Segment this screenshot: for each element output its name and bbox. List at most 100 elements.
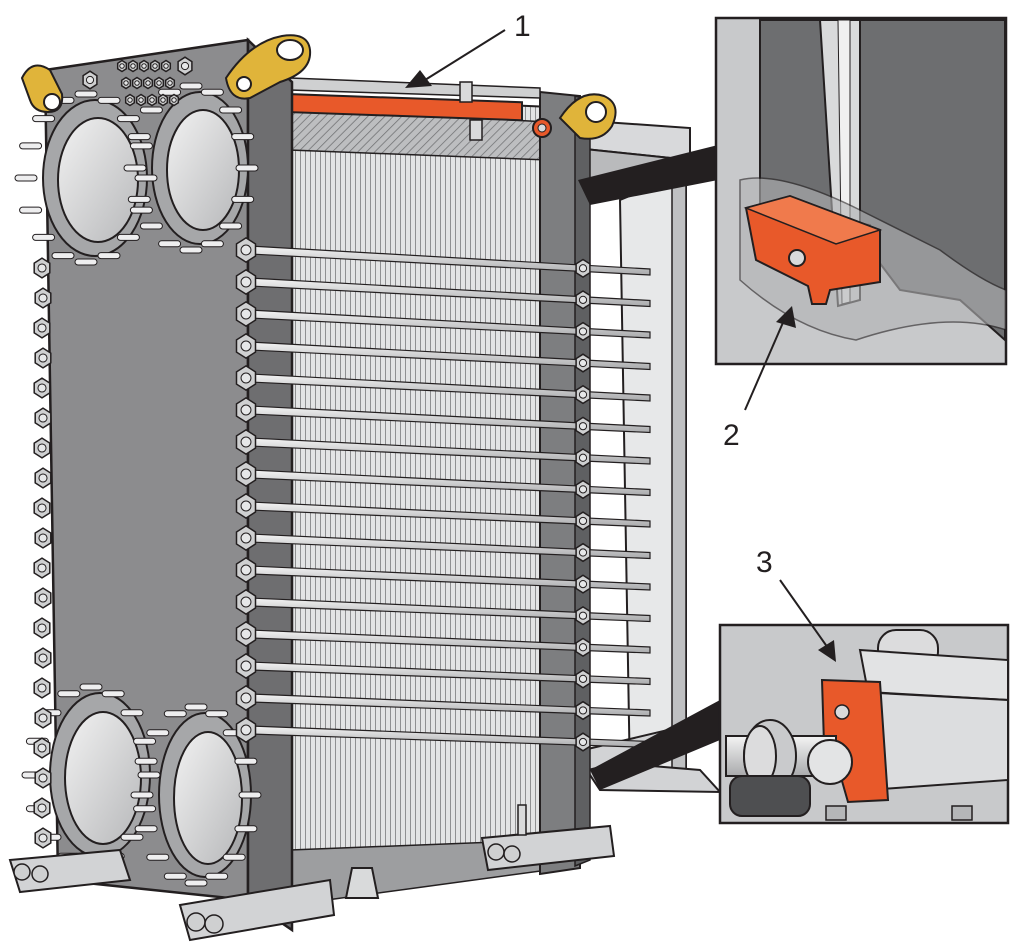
port-stud bbox=[134, 757, 158, 765]
inset-top-pointer bbox=[578, 145, 718, 205]
port-stud bbox=[116, 115, 140, 123]
edge-nut bbox=[34, 347, 52, 369]
support-foot-center bbox=[178, 878, 336, 942]
callout-leader-3 bbox=[779, 579, 836, 662]
support-foot-left bbox=[8, 848, 132, 894]
callout-1: 1 bbox=[514, 10, 531, 43]
edge-nut bbox=[34, 467, 52, 489]
callout-leader-1 bbox=[405, 29, 506, 88]
tightening-bolt bbox=[235, 237, 651, 278]
edge-nut bbox=[33, 377, 51, 399]
cluster-bolt bbox=[138, 59, 150, 73]
edge-nut bbox=[34, 287, 52, 309]
port-stud bbox=[32, 115, 56, 123]
port-top-right bbox=[151, 91, 249, 245]
edge-nut bbox=[34, 767, 52, 789]
edge-nut bbox=[34, 587, 52, 609]
port-stud bbox=[163, 710, 187, 718]
port-stud bbox=[127, 195, 151, 203]
port-bottom-right bbox=[158, 712, 252, 878]
edge-nut bbox=[33, 317, 51, 339]
edge-nut bbox=[34, 707, 52, 729]
cluster-bolt bbox=[116, 59, 128, 73]
port-stud bbox=[134, 825, 158, 833]
port-stud bbox=[158, 88, 182, 96]
port-stud bbox=[139, 222, 163, 230]
port-stud bbox=[184, 879, 208, 887]
port-stud bbox=[219, 222, 243, 230]
port-stud bbox=[158, 240, 182, 248]
tightening-bolt bbox=[235, 525, 651, 563]
port-stud bbox=[205, 710, 229, 718]
port-stud bbox=[134, 174, 158, 182]
port-stud bbox=[97, 96, 121, 104]
edge-nut bbox=[33, 737, 51, 759]
tightening-bolt bbox=[235, 653, 651, 689]
port-stud bbox=[14, 174, 38, 182]
callout-leader-2 bbox=[744, 306, 796, 411]
tightening-bolt bbox=[235, 589, 651, 626]
lifting-eye-left bbox=[20, 64, 64, 114]
tightening-bolt bbox=[235, 397, 651, 436]
detail-inset-bottom bbox=[590, 623, 1010, 825]
port-stud bbox=[101, 690, 125, 698]
port-stud bbox=[74, 258, 98, 266]
callout-3: 3 bbox=[756, 546, 773, 579]
port-stud bbox=[163, 872, 187, 880]
port-stud bbox=[200, 88, 224, 96]
port-stud bbox=[205, 872, 229, 880]
cluster-bolt bbox=[120, 76, 132, 90]
edge-nut bbox=[34, 827, 52, 849]
tightening-bolt bbox=[235, 557, 651, 594]
edge-nut bbox=[33, 677, 51, 699]
port-stud bbox=[19, 142, 43, 150]
top-bolt-cluster bbox=[82, 56, 193, 107]
tightening-bolt bbox=[235, 365, 651, 405]
cluster-bolt bbox=[127, 59, 139, 73]
cluster-bolt bbox=[160, 59, 172, 73]
port-stud bbox=[200, 240, 224, 248]
edge-nut bbox=[34, 527, 52, 549]
port-stud bbox=[184, 703, 208, 711]
cluster-bolt bbox=[135, 93, 147, 107]
port-stud bbox=[97, 252, 121, 260]
plate-pack bbox=[289, 94, 576, 907]
port-stud bbox=[129, 142, 153, 150]
port-stud bbox=[120, 833, 144, 841]
edge-nut bbox=[34, 407, 52, 429]
cluster-bolt bbox=[82, 70, 98, 90]
lifting-eye-right bbox=[558, 93, 617, 140]
port-stud bbox=[116, 233, 140, 241]
cluster-bolt bbox=[146, 93, 158, 107]
cluster-bolt bbox=[142, 76, 154, 90]
support-foot-right bbox=[480, 804, 616, 872]
port-stud bbox=[179, 82, 203, 90]
port-stud bbox=[130, 791, 154, 799]
port-stud bbox=[231, 195, 255, 203]
port-stud bbox=[74, 90, 98, 98]
port-stud bbox=[234, 757, 258, 765]
edge-nut bbox=[33, 257, 51, 279]
port-stud bbox=[137, 771, 161, 779]
tightening-bolt bbox=[235, 333, 651, 373]
edge-nut bbox=[33, 617, 51, 639]
callout-2: 2 bbox=[723, 419, 740, 452]
tightening-bolts bbox=[235, 237, 651, 752]
drain-foot bbox=[344, 867, 380, 899]
port-stud bbox=[51, 252, 75, 260]
edge-nut bbox=[33, 797, 51, 819]
cluster-bolt bbox=[164, 76, 176, 90]
port-stud bbox=[120, 709, 144, 717]
port-stud bbox=[129, 206, 153, 214]
inset-bottom-pointer bbox=[590, 700, 720, 790]
cluster-bolt bbox=[177, 56, 193, 76]
edge-nut bbox=[33, 497, 51, 519]
tightening-bolt bbox=[235, 621, 651, 657]
port-stud bbox=[19, 206, 43, 214]
port-top-left bbox=[42, 99, 148, 257]
port-stud bbox=[235, 164, 259, 172]
frame-edge-nuts bbox=[33, 257, 52, 849]
cluster-bolt bbox=[149, 59, 161, 73]
port-stud bbox=[57, 690, 81, 698]
